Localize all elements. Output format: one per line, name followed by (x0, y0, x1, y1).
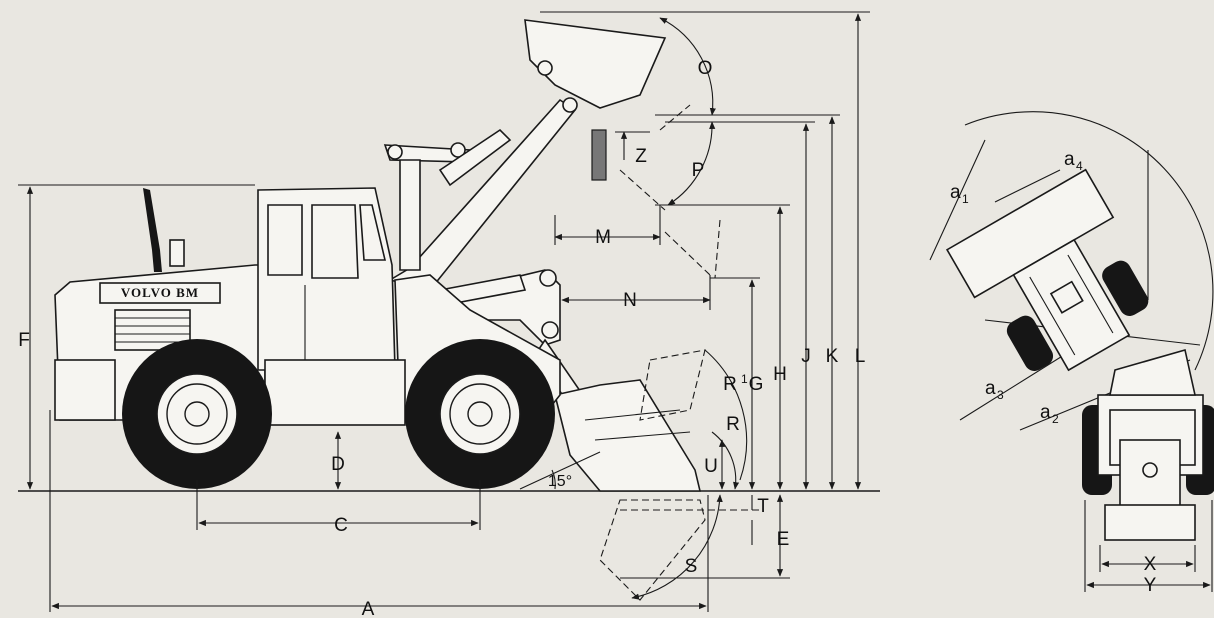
cab (257, 187, 396, 371)
label-A: A (362, 599, 375, 618)
brand-plate (99, 282, 221, 304)
rear-wheel (122, 339, 272, 489)
label-T: T (757, 496, 769, 517)
label-R1: R (723, 374, 737, 395)
front-section-turned (945, 168, 1149, 372)
label-E: E (777, 529, 790, 550)
label-15-degrees: 15° (548, 473, 572, 490)
loader-side-view: VOLVO BM (54, 19, 706, 601)
label-L: L (855, 346, 866, 367)
label-a4: a (1064, 149, 1075, 170)
label-K: K (826, 346, 839, 367)
top-view-labels: X Y a 1 a 4 a 3 a 2 (950, 149, 1157, 596)
loader-top-view (929, 111, 1214, 592)
brand-text: VOLVO BM (121, 285, 199, 300)
label-a3: a (985, 378, 996, 399)
exhaust-stack (143, 188, 162, 272)
label-N: N (623, 290, 637, 311)
turning-arc (964, 111, 1214, 371)
label-O: O (698, 58, 713, 79)
label-a1-sub: 1 (962, 192, 969, 206)
label-a3-sub: 3 (997, 388, 1004, 402)
label-Z: Z (635, 146, 647, 167)
label-R1-sub: 1 (741, 372, 748, 386)
label-a2-sub: 2 (1052, 412, 1059, 426)
ghost-bucket-dig (599, 499, 706, 601)
air-intake (169, 239, 185, 267)
label-a2: a (1040, 402, 1051, 423)
lowered-bucket (554, 379, 702, 492)
label-R: R (726, 414, 740, 435)
label-P: P (692, 160, 705, 181)
label-U: U (704, 456, 718, 477)
front-wheel (405, 339, 555, 489)
label-a1: a (950, 182, 961, 203)
label-Y: Y (1144, 575, 1157, 596)
raised-boom (383, 19, 667, 291)
label-M: M (595, 227, 611, 248)
rear-section (1082, 348, 1214, 541)
label-C: C (334, 515, 348, 536)
label-D: D (331, 454, 345, 475)
label-F: F (18, 330, 30, 351)
label-S: S (685, 556, 698, 577)
label-J: J (801, 346, 811, 367)
dimension-lines (18, 11, 870, 612)
label-a4-sub: 4 (1076, 159, 1083, 173)
label-G: G (749, 374, 764, 395)
dimension-labels: A C D F L K J H G M N O P Z R 1 R U T E … (18, 58, 865, 618)
reference-wall (591, 129, 607, 181)
ghost-bucket-tilt (639, 349, 706, 421)
articulation-joint (264, 359, 406, 426)
label-X: X (1144, 554, 1157, 575)
label-H: H (773, 364, 787, 385)
